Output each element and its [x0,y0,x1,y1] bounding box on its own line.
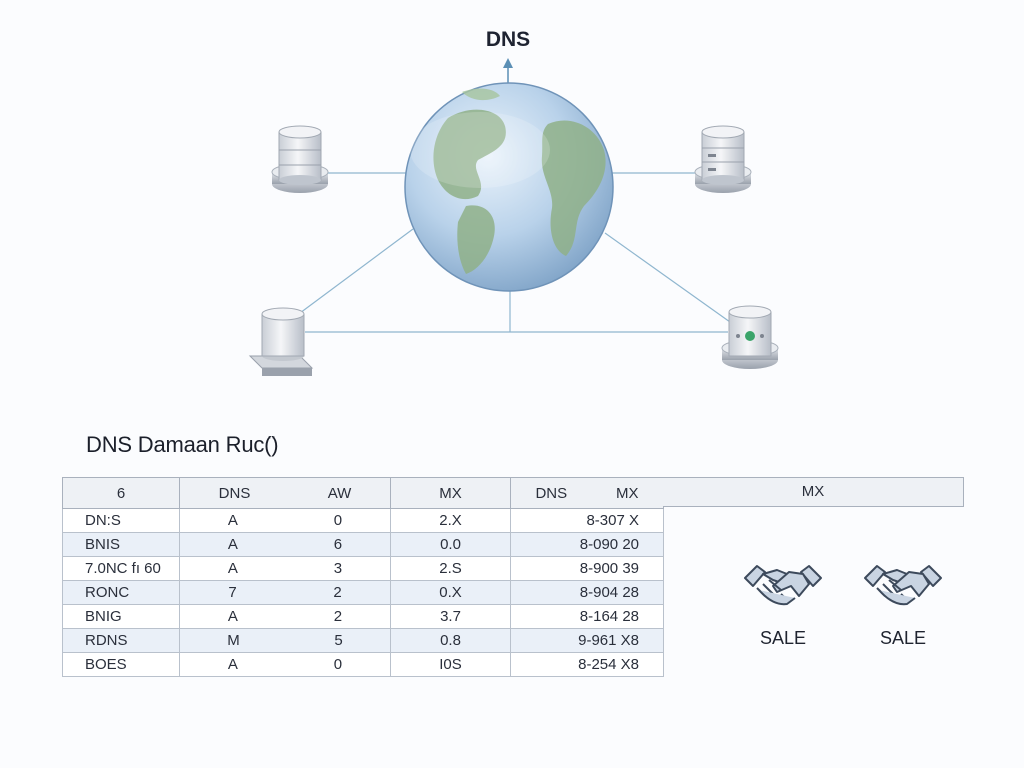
cell-name: RDNS [62,628,180,653]
globe-icon [404,82,614,292]
cell-mx: 0.8 [390,628,511,653]
column-header-dns-2: DNS [535,484,568,502]
handshake-icon [744,565,822,606]
connector-lines [299,172,731,333]
cell-mx: 0.0 [390,532,511,557]
server-top-right [694,125,752,193]
cell-value: 9-961 X8 [510,628,664,653]
cell-type: A [227,512,238,529]
cell-type: A [227,560,238,577]
cell-prio: 3 [333,560,343,577]
mx-panel-header: MX [663,477,964,507]
server-bottom-right [721,305,779,369]
sale-card-1[interactable]: SALE [738,560,828,649]
cell-type: A [227,608,238,625]
cell-mx: 3.7 [390,604,511,629]
cell-mx: I0S [390,652,511,677]
cell-prio: 2 [333,608,343,625]
cell-name: RONC [62,580,180,605]
cell-prio: 0 [333,512,343,529]
arrow-up-icon [503,58,513,86]
cell-name: BNIS [62,532,180,557]
cell-value: 8-164 28 [510,604,664,629]
cell-value: 8-090 20 [510,532,664,557]
connector-bottom-left [299,228,414,314]
cell-type: 7 [228,584,237,601]
cell-value: 8-307 X [510,508,664,533]
server-top-left [271,125,329,193]
sale-card-2[interactable]: SALE [858,560,948,649]
column-header-dns: DNS [218,484,251,502]
column-header-dns-aw[interactable]: DNS AW [179,477,391,509]
cell-mx: 2.S [390,556,511,581]
status-led-icon [745,331,755,341]
cell-name: BOES [62,652,180,677]
cell-type: A [227,656,238,673]
sale-label: SALE [759,628,807,648]
cell-name: BNIG [62,604,180,629]
cell-prio: 5 [334,632,343,649]
cell-name: 7.0NC fı 60 [62,556,180,581]
server-bottom-left [248,307,314,376]
cell-prio: 0 [333,656,343,673]
cell-mx: 2.X [390,508,511,533]
column-header-mx[interactable]: MX [390,477,511,509]
column-header-mx-2: MX [616,484,639,502]
diagram-title: DNS [485,28,531,51]
column-header-id[interactable]: 6 [62,477,180,509]
cell-type: A [227,536,238,553]
cell-mx: 0.X [390,580,511,605]
cell-value: 8-904 28 [510,580,664,605]
column-header-dns-mx[interactable]: DNS MX [510,477,664,509]
cell-type: M [227,632,240,649]
diagram-canvas [248,58,779,376]
handshake-icon [864,565,942,606]
cell-value: 8-900 39 [510,556,664,581]
sale-label: SALE [879,628,927,648]
column-header-aw: AW [327,484,352,502]
cell-prio: 2 [333,584,342,601]
connector-bottom-right [604,232,731,323]
cell-name: DN:S [62,508,180,533]
cell-value: 8-254 X8 [510,652,664,677]
table-title: DNS Damaan Ruc(̈) [86,432,279,457]
table-header-row: 6 DNS AW MX DNS MX [62,477,664,509]
cell-prio: 6 [333,536,343,553]
